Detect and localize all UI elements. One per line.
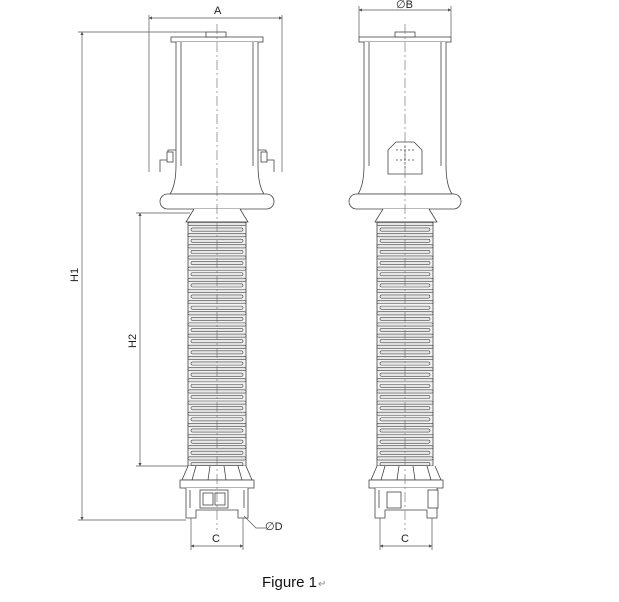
front-shed — [187, 411, 247, 416]
side-shed — [376, 411, 434, 416]
side-dimensions — [358, 6, 452, 550]
side-neck — [374, 208, 438, 223]
front-shed — [190, 339, 244, 344]
label-c-side: C — [401, 533, 409, 545]
front-shed — [187, 344, 247, 349]
figure-caption: Figure 1↵ — [262, 574, 326, 591]
label-h2: H2 — [127, 334, 139, 348]
front-view — [159, 24, 275, 530]
side-view — [348, 24, 462, 530]
label-d: ∅D — [265, 521, 283, 533]
side-base-flange — [368, 479, 444, 489]
side-terminal-box — [386, 491, 402, 509]
paragraph-mark-icon: ↵ — [318, 579, 327, 590]
label-h1: H1 — [69, 268, 81, 282]
side-shed — [376, 344, 434, 349]
front-dimensions — [78, 15, 283, 550]
label-c-front: C — [212, 533, 220, 545]
dimension-d-leader — [243, 515, 266, 529]
label-a: A — [214, 5, 222, 17]
front-shed — [190, 272, 244, 277]
side-shed — [379, 272, 431, 277]
side-shed — [379, 339, 431, 344]
label-b: ∅B — [396, 0, 413, 11]
front-top-terminal — [205, 31, 227, 38]
figure-caption-text: Figure 1 — [262, 574, 318, 591]
